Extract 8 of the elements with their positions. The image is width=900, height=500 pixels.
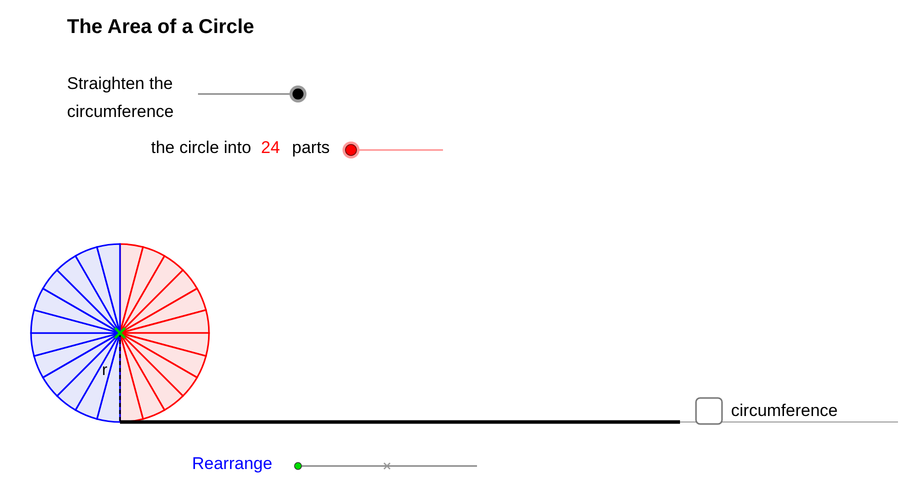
slider-label: parts xyxy=(292,138,330,158)
slider-value: 24 xyxy=(261,138,280,158)
slider-label: Rearrange xyxy=(192,454,272,474)
checkbox-label: circumference xyxy=(731,401,838,421)
slider-label: Straighten the circumference xyxy=(67,73,175,123)
title: The Area of a Circle xyxy=(67,15,254,39)
radius-label: r xyxy=(102,361,108,381)
slider-label: the circle into xyxy=(151,138,252,158)
